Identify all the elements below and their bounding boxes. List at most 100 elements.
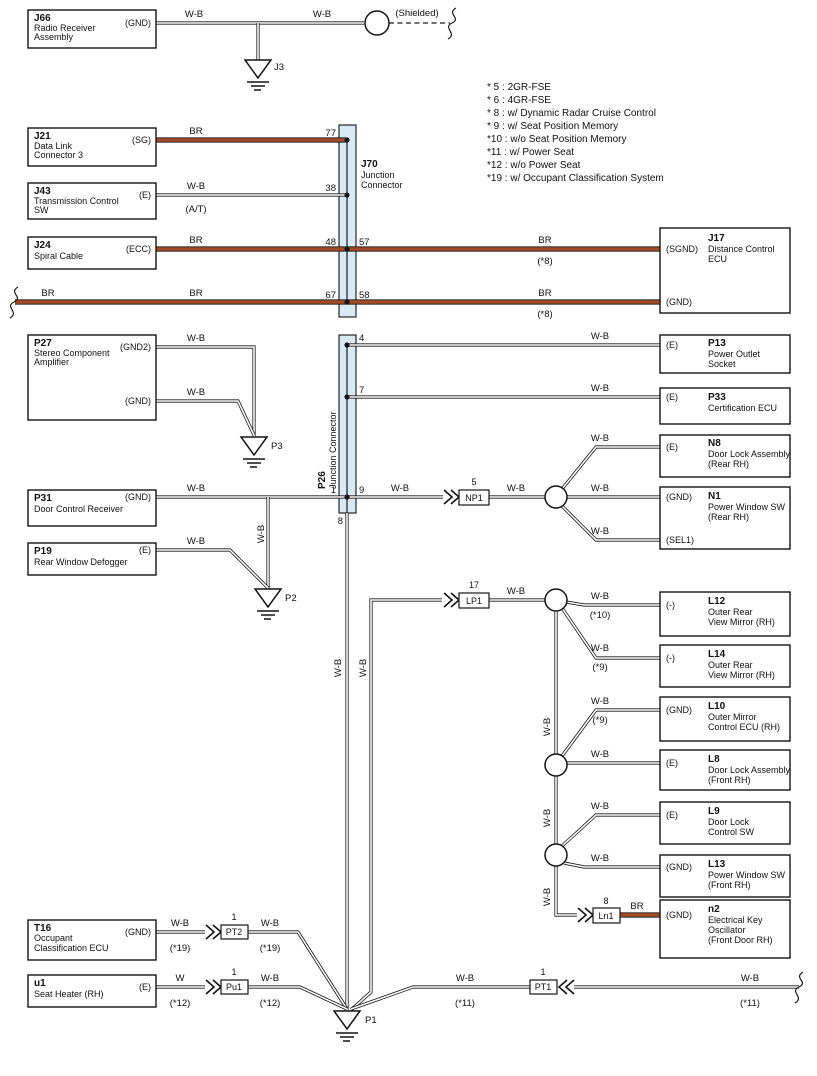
component-j43: J43 Transmission Control SW (E) — [27, 182, 157, 220]
legend-item: *11 : w/ Power Seat — [487, 147, 574, 158]
wire-note: (*9) — [592, 662, 607, 673]
component-p27: P27 Stereo Component Amplifier (GND2) (G… — [27, 334, 157, 421]
ground-label: P1 — [365, 1015, 377, 1026]
legend-item: *10 : w/o Seat Position Memory — [487, 134, 627, 145]
component-l14: (-) L14 Outer Rear View Mirror (RH) — [659, 644, 791, 688]
legend-item: * 8 : w/ Dynamic Radar Cruise Control — [487, 108, 656, 119]
component-j17: (SGND) (GND) J17 Distance Control ECU — [659, 227, 791, 314]
wire-label: W-B — [542, 809, 553, 827]
wire-label: W-B — [591, 696, 609, 707]
wire-label: W-B — [542, 888, 553, 906]
terminal-label: (E) — [139, 545, 151, 555]
connector-label: Ln1 — [598, 911, 613, 921]
terminal-label: (E) — [666, 810, 678, 820]
wire-label: BR — [41, 288, 54, 299]
pin-number: 8 — [338, 516, 343, 527]
wire-joint — [544, 588, 568, 612]
wire-label: (Shielded) — [395, 8, 438, 19]
pin-number: 9 — [359, 485, 364, 496]
component-desc: Stereo Component — [34, 348, 110, 358]
terminal-label: (GND) — [666, 705, 692, 715]
component-id: L10 — [708, 701, 726, 712]
component-l9: (E) L9 Door Lock Control SW — [659, 801, 791, 845]
component-id: J21 — [34, 131, 51, 142]
box-outline — [27, 334, 157, 421]
component-id: L14 — [708, 649, 726, 660]
wire-joint — [544, 753, 568, 777]
component-desc: Transmission Control — [34, 196, 119, 206]
ground-label: P2 — [285, 593, 297, 604]
box-outline — [27, 974, 157, 1008]
wire-note: (*19) — [260, 943, 281, 954]
wire-label: W-B — [591, 643, 609, 654]
connector-label: PT1 — [535, 982, 552, 992]
pin-number: 7 — [359, 385, 364, 396]
connector-pt1: 1 PT1 — [529, 967, 575, 995]
component-desc: (Front RH) — [708, 880, 751, 890]
wire-label: W-B — [187, 333, 205, 344]
wire-joint — [544, 485, 568, 509]
connector-number: 17 — [469, 580, 479, 590]
component-desc: Amplifier — [34, 357, 69, 367]
component-desc: Radio Receiver — [34, 23, 96, 33]
connector-box — [529, 979, 558, 995]
pin-number: 77 — [325, 128, 336, 139]
terminal-label: (SEL1) — [666, 535, 694, 545]
wire-label: W — [176, 973, 185, 984]
component-id: J43 — [34, 186, 51, 197]
box-outline — [659, 387, 791, 425]
component-desc: (Rear RH) — [708, 512, 749, 522]
wire-label: W-B — [507, 483, 525, 494]
component-desc: Outer Mirror — [708, 712, 757, 722]
junction-j70-labels: J70 Junction Connector 77 38 48 57 67 58 — [325, 128, 402, 301]
wire-note: (A/T) — [185, 204, 206, 215]
component-j66: J66 Radio Receiver Assembly (GND) — [27, 9, 157, 49]
wire-label: BR — [189, 235, 202, 246]
component-desc: Connector 3 — [34, 150, 83, 160]
component-desc: (Front Door RH) — [708, 935, 773, 945]
wire-label: W-B — [741, 973, 759, 984]
component-l13: (GND) L13 Power Window SW (Front RH) — [659, 854, 791, 898]
component-desc: Oscillator — [708, 925, 746, 935]
wire-label: W-B — [187, 536, 205, 547]
component-desc: Door Control Receiver — [34, 504, 123, 514]
terminal-label: (GND) — [666, 492, 692, 502]
wire-label: W-B — [256, 525, 267, 543]
component-desc: Outer Rear — [708, 607, 753, 617]
wire-wb — [560, 445, 660, 491]
component-p33: (E) P33 Certification ECU — [659, 387, 791, 425]
wire-label: W-B — [591, 853, 609, 864]
box-outline — [27, 542, 157, 576]
pin-dot — [344, 246, 350, 252]
component-desc: Power Outlet — [708, 349, 761, 359]
component-desc: Certification ECU — [708, 403, 777, 413]
terminal-label: (E) — [666, 442, 678, 452]
ground-symbol — [332, 1010, 362, 1042]
component-id: L12 — [708, 596, 726, 607]
wire-label: W-B — [187, 181, 205, 192]
wire-wb — [560, 813, 660, 848]
wire-label: BR — [538, 288, 551, 299]
pin-dot — [344, 494, 350, 500]
component-p13: (E) P13 Power Outlet Socket — [659, 334, 791, 374]
box-outline — [659, 749, 791, 791]
connector-pt2: 1 PT2 — [205, 912, 249, 940]
legend-item: * 5 : 2GR-FSE — [487, 82, 551, 93]
component-n1: (GND) (SEL1) N1 Power Window SW (Rear RH… — [659, 486, 791, 550]
terminal-label: (E) — [139, 190, 151, 200]
connector-label: PT2 — [226, 927, 243, 937]
connector-box — [458, 592, 490, 609]
wire-label: W-B — [391, 483, 409, 494]
component-desc: Data Link — [34, 141, 73, 151]
connector-pu1: 1 Pu1 — [205, 967, 249, 995]
terminal-label: (-) — [666, 600, 675, 610]
connector-label: NP1 — [465, 493, 483, 503]
wire-label: W-B — [187, 483, 205, 494]
wire-wb — [560, 708, 660, 757]
ground-p2: P2 — [253, 588, 297, 620]
component-id: L9 — [708, 806, 720, 817]
legend-item: *19 : w/ Occupant Classification System — [487, 173, 664, 184]
wire-note: (*9) — [592, 715, 607, 726]
